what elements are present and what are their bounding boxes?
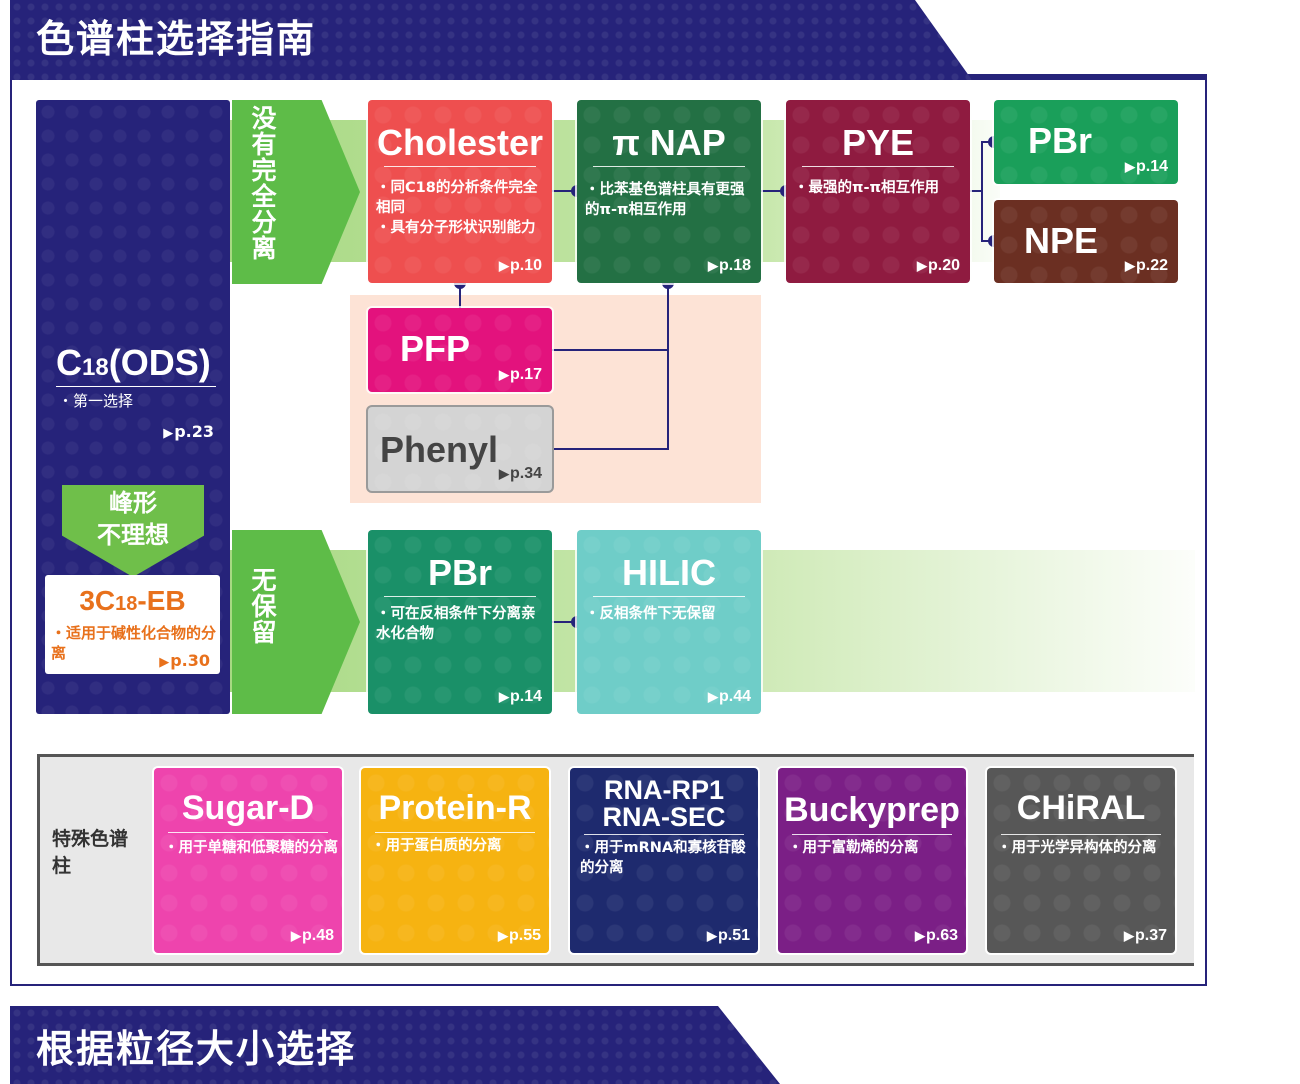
phenyl-title: Phenyl [380, 429, 499, 470]
c18-page-link[interactable]: p.23 [163, 422, 214, 441]
pbr-top-title: PBr [1028, 120, 1093, 161]
pfp-page-link[interactable]: p.17 [499, 366, 542, 384]
hilic-note: ・反相条件下无保留 [585, 606, 716, 622]
rna-note: ・用于mRNA和寡核苷酸的分离 [580, 840, 746, 876]
pbr-top-page-link[interactable]: p.14 [1125, 158, 1168, 176]
pye-rule [802, 166, 954, 167]
buckyprep-page-link[interactable]: p.63 [915, 927, 958, 945]
cholester-page-link[interactable]: p.10 [499, 257, 542, 275]
sugar-d-note: ・用于单糖和低聚糖的分离 [164, 840, 338, 856]
buckyprep-card[interactable]: Buckyprep ・用于富勒烯的分离 p.63 [778, 768, 966, 953]
page-title: 色谱柱选择指南 [10, 0, 972, 80]
c18-note: ・第一选择 [58, 392, 134, 410]
pbr-bottom-page-link[interactable]: p.14 [499, 688, 542, 706]
section-title-particle-size: 根据粒径大小选择 [10, 1006, 780, 1084]
protein-r-page-link[interactable]: p.55 [498, 927, 541, 945]
arrow-label-no-retention: 无保留 [251, 566, 277, 647]
phenyl-page-link[interactable]: p.34 [499, 465, 542, 483]
hilic-title: HILIC [622, 552, 716, 593]
protein-r-card[interactable]: Protein-R ・用于蛋白质的分离 p.55 [361, 768, 549, 953]
chiral-page-link[interactable]: p.37 [1124, 927, 1167, 945]
cholester-note-1: ・同C18的分析条件完全相同 [376, 180, 538, 216]
rna-card[interactable]: RNA-RP1 RNA-SEC ・用于mRNA和寡核苷酸的分离 p.51 [570, 768, 758, 953]
eb-title: 3C18-EB [79, 585, 186, 616]
special-columns-label: 特殊色谱柱 [52, 828, 129, 877]
sugar-d-page-link[interactable]: p.48 [291, 927, 334, 945]
eb-note: ・适用于碱性化合物的分离 [51, 624, 217, 662]
eb-card[interactable]: 3C18-EB ・适用于碱性化合物的分离 p.30 [45, 575, 220, 674]
pinap-card[interactable]: π NAP ・比苯基色谱柱具有更强的π-π相互作用 p.18 [577, 100, 761, 283]
c18-title: C18(ODS) [56, 342, 216, 387]
chiral-title: CHiRAL [1016, 789, 1146, 827]
chiral-rule [1001, 834, 1161, 835]
sugar-d-card[interactable]: Sugar-D ・用于单糖和低聚糖的分离 p.48 [154, 768, 342, 953]
cholester-title: Cholester [376, 122, 544, 163]
npe-page-link[interactable]: p.22 [1125, 257, 1168, 275]
buckyprep-title: Buckyprep [784, 791, 960, 829]
protein-r-title: Protein-R [378, 789, 532, 827]
arrow-label-incomplete-separation: 没有完全分离 [251, 104, 277, 263]
pye-card[interactable]: PYE ・最强的π-π相互作用 p.20 [786, 100, 970, 283]
rna-sec-title: RNA-SEC [602, 802, 726, 832]
sugar-d-rule [168, 832, 328, 833]
pinap-title: π NAP [612, 122, 726, 163]
npe-title: NPE [1024, 220, 1099, 261]
pbr-bottom-card[interactable]: PBr ・可在反相条件下分离亲水化合物 p.14 [368, 530, 552, 714]
rna-page-link[interactable]: p.51 [707, 927, 750, 945]
hilic-rule [593, 596, 745, 597]
pbr-top-card[interactable]: PBr p.14 [994, 100, 1178, 184]
chiral-card[interactable]: CHiRAL ・用于光学异构体的分离 p.37 [987, 768, 1175, 953]
npe-card[interactable]: NPE p.22 [994, 200, 1178, 283]
protein-r-rule [375, 832, 535, 833]
chiral-note: ・用于光学异构体的分离 [997, 840, 1157, 856]
pinap-rule [593, 166, 745, 167]
hilic-card[interactable]: HILIC ・反相条件下无保留 p.44 [577, 530, 761, 714]
pye-title: PYE [841, 122, 915, 163]
pye-note: ・最强的π-π相互作用 [794, 180, 939, 196]
cholester-note-2: ・具有分子形状识别能力 [376, 220, 536, 236]
cholester-card[interactable]: Cholester ・同C18的分析条件完全相同 ・具有分子形状识别能力 p.1… [368, 100, 552, 283]
bad-peak-line1: 峰形 [109, 489, 157, 517]
pfp-card[interactable]: PFP p.17 [368, 308, 552, 392]
pbr-bottom-note: ・可在反相条件下分离亲水化合物 [376, 606, 536, 642]
rna-rule [584, 834, 744, 835]
buckyprep-rule [792, 834, 952, 835]
rna-rp1-title: RNA-RP1 [603, 775, 724, 805]
sugar-d-title: Sugar-D [181, 789, 315, 827]
pfp-title: PFP [400, 328, 471, 369]
protein-r-note: ・用于蛋白质的分离 [371, 838, 502, 854]
pinap-note: ・比苯基色谱柱具有更强的π-π相互作用 [585, 182, 745, 218]
buckyprep-note: ・用于富勒烯的分离 [788, 840, 919, 856]
pbr-bottom-title: PBr [427, 552, 493, 593]
hilic-page-link[interactable]: p.44 [708, 688, 751, 706]
bad-peak-line2: 不理想 [97, 521, 169, 549]
pye-page-link[interactable]: p.20 [917, 257, 960, 275]
eb-page-link[interactable]: p.30 [159, 651, 210, 670]
pbr-bottom-rule [384, 596, 536, 597]
phenyl-card[interactable]: Phenyl p.34 [368, 407, 552, 491]
pinap-page-link[interactable]: p.18 [708, 257, 751, 275]
cholester-rule [384, 166, 536, 167]
